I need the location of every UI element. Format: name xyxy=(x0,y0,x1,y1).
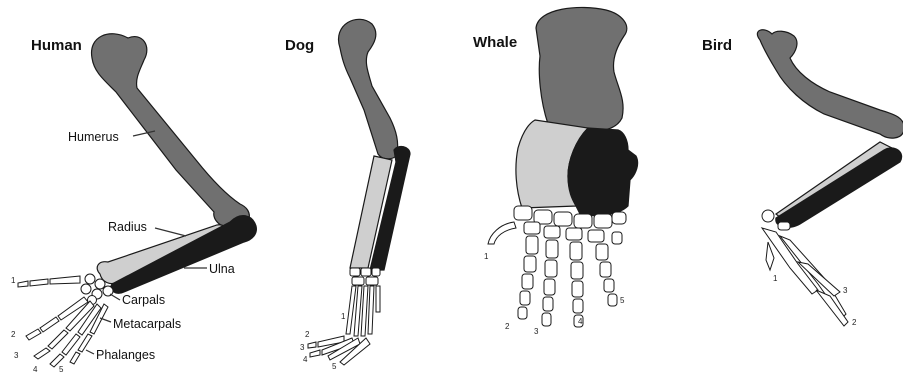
whale-digit-4 xyxy=(570,242,583,327)
bird-digit-number: 1 xyxy=(773,274,777,283)
whale-humerus xyxy=(536,7,627,130)
human-digit-1 xyxy=(18,276,80,287)
whale-ulna xyxy=(568,128,638,216)
label-metacarpals: Metacarpals xyxy=(113,317,181,331)
whale-digit-3 xyxy=(542,240,558,326)
dog-humerus xyxy=(339,19,398,158)
bird-humerus xyxy=(757,30,903,138)
bird-title: Bird xyxy=(702,37,732,54)
label-radius: Radius xyxy=(108,220,147,234)
human-digit-number: 1 xyxy=(11,276,15,285)
dog-carpals xyxy=(350,268,380,285)
human-title: Human xyxy=(31,37,82,54)
dog-phalanges xyxy=(308,336,370,365)
dog-panel xyxy=(308,19,410,365)
dog-digit-number: 5 xyxy=(332,362,336,371)
bird-digit-number: 2 xyxy=(852,318,856,327)
whale-digit-number: 2 xyxy=(505,322,509,331)
bird-digit-number: 3 xyxy=(843,286,847,295)
whale-digit-number: 4 xyxy=(578,317,582,326)
whale-digit-number: 1 xyxy=(484,252,488,261)
whale-digit-5 xyxy=(596,232,622,306)
bird-panel xyxy=(757,30,903,326)
dog-digit-number: 3 xyxy=(300,343,304,352)
dog-digit-number: 2 xyxy=(305,330,309,339)
whale-panel xyxy=(488,7,638,327)
dog-digit-number: 1 xyxy=(341,312,345,321)
label-humerus: Humerus xyxy=(68,130,119,144)
whale-digit-2 xyxy=(518,236,538,319)
label-ulna: Ulna xyxy=(209,262,235,276)
dog-title: Dog xyxy=(285,37,314,54)
dog-digit-number: 4 xyxy=(303,355,307,364)
whale-digit-number: 5 xyxy=(620,296,624,305)
human-digit-number: 2 xyxy=(11,330,15,339)
bird-ulna xyxy=(776,148,902,227)
whale-title: Whale xyxy=(473,34,517,51)
dog-metacarpals xyxy=(346,286,380,336)
whale-digit-number: 3 xyxy=(534,327,538,336)
human-digit-number: 3 xyxy=(14,351,18,360)
whale-digit-1 xyxy=(488,222,516,244)
label-carpals: Carpals xyxy=(122,293,165,307)
label-phalanges: Phalanges xyxy=(96,348,155,362)
